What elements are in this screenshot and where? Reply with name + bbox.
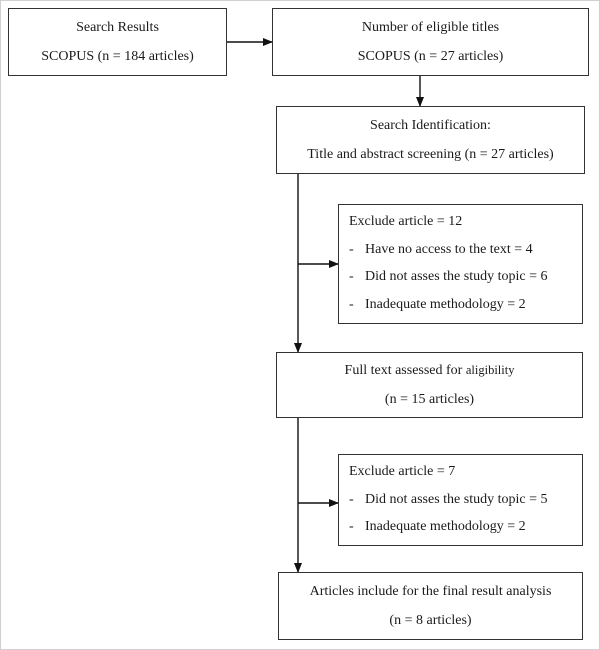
eligible-titles-title: Number of eligible titles xyxy=(361,19,500,35)
exclude-1-item-text: Have no access to the text = 4 xyxy=(365,241,533,257)
exclude-2-item: -Did not asses the study topic = 5 xyxy=(349,491,582,509)
exclude-2-title: Exclude article = 7 xyxy=(349,464,456,479)
eligible-titles-count: SCOPUS (n = 27 articles) xyxy=(357,49,504,64)
search-results-box: Search Results SCOPUS (n = 184 articles) xyxy=(8,8,227,76)
exclude-2-item-text: Did not asses the study topic = 5 xyxy=(365,491,548,507)
exclude-1-item: -Did not asses the study topic = 6 xyxy=(349,268,582,286)
list-dash: - xyxy=(349,491,354,507)
exclude-1-title: Exclude article = 12 xyxy=(349,214,463,229)
list-dash: - xyxy=(349,241,354,257)
list-dash: - xyxy=(349,296,354,312)
full-text-title-main: Full text assessed for xyxy=(344,362,463,378)
search-results-title: Search Results xyxy=(76,19,159,35)
list-dash: - xyxy=(349,519,354,534)
exclude-2-item: -Inadequate methodology = 2 xyxy=(349,518,582,536)
exclude-1-item-text: Inadequate methodology = 2 xyxy=(365,296,526,312)
final-analysis-count: (n = 8 articles) xyxy=(389,613,472,628)
full-text-title: Full text assessed for aligibility xyxy=(345,362,515,380)
full-text-title-word: aligibility xyxy=(465,362,515,377)
search-results-count: SCOPUS (n = 184 articles) xyxy=(41,49,194,64)
final-analysis-box: Articles include for the final result an… xyxy=(278,572,583,640)
exclude-1-item-text: Did not asses the study topic = 6 xyxy=(365,269,548,284)
final-analysis-title: Articles include for the final result an… xyxy=(309,583,552,599)
eligible-titles-box: Number of eligible titles SCOPUS (n = 27… xyxy=(272,8,589,76)
exclude-2-item-text: Inadequate methodology = 2 xyxy=(365,519,526,534)
list-dash: - xyxy=(349,269,354,284)
identification-screening: Title and abstract screening (n = 27 art… xyxy=(307,147,554,162)
exclude-1-item: -Inadequate methodology = 2 xyxy=(349,296,582,314)
exclude-box-1: Exclude article = 12 -Have no access to … xyxy=(338,204,583,324)
identification-title: Search Identification: xyxy=(370,117,491,133)
full-text-box: Full text assessed for aligibility (n = … xyxy=(276,352,583,418)
exclude-1-item: -Have no access to the text = 4 xyxy=(349,241,582,259)
full-text-count: (n = 15 articles) xyxy=(384,392,475,407)
exclude-box-2: Exclude article = 7 -Did not asses the s… xyxy=(338,454,583,546)
identification-box: Search Identification: Title and abstrac… xyxy=(276,106,585,174)
